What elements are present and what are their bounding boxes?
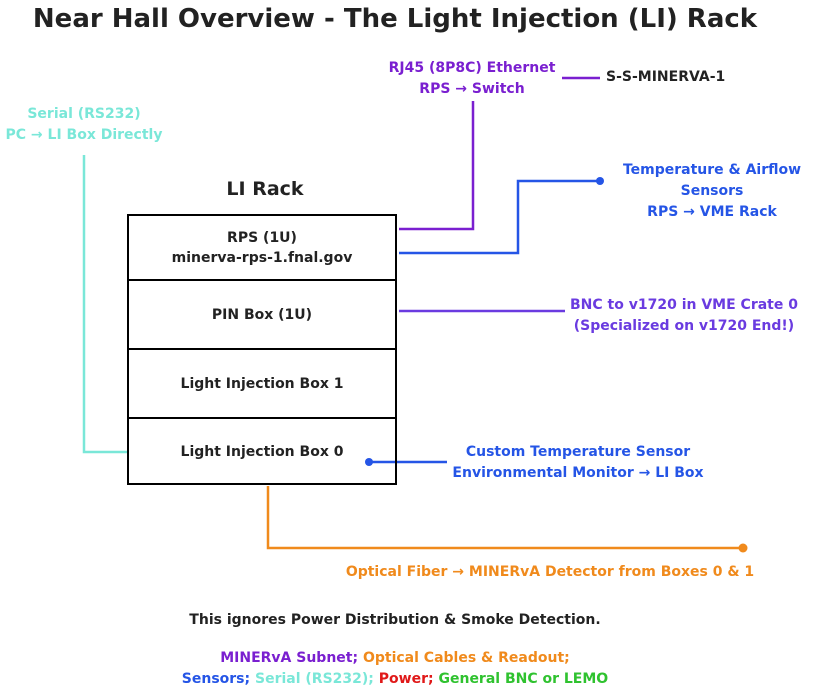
ethernet-label-line2: RPS → Switch bbox=[419, 81, 525, 97]
page-title: Near Hall Overview - The Light Injection… bbox=[32, 4, 758, 34]
temp-airflow-label: Temperature & Airflow Sensors RPS → VME … bbox=[594, 160, 830, 223]
legend-serial: Serial (RS232) bbox=[255, 671, 369, 687]
custom-temp-label-line2: Environmental Monitor → LI Box bbox=[452, 465, 704, 481]
rps-hostname: minerva-rps-1.fnal.gov bbox=[171, 249, 353, 266]
ethernet-label: RJ45 (8P8C) Ethernet RPS → Switch bbox=[372, 58, 572, 100]
rack-slot-li-box-1: Light Injection Box 1 bbox=[129, 348, 395, 417]
ethernet-label-line1: RJ45 (8P8C) Ethernet bbox=[388, 60, 556, 76]
rack-slot-li-box-0: Light Injection Box 0 bbox=[129, 417, 395, 485]
li-box-1-label: Light Injection Box 1 bbox=[180, 375, 344, 392]
pin-box-label: PIN Box (1U) bbox=[211, 306, 313, 323]
optical-label: Optical Fiber → MINERvA Detector from Bo… bbox=[345, 564, 755, 580]
legend-power: Power bbox=[378, 671, 428, 687]
legend-bnc: General BNC or LEMO bbox=[438, 671, 609, 687]
optical-wire bbox=[266, 486, 743, 550]
optical-dot bbox=[738, 543, 748, 553]
rack-slot-rps: RPS (1U) minerva-rps-1.fnal.gov bbox=[129, 216, 395, 279]
ethernet-target-label: S-S-MINERVA-1 bbox=[606, 69, 726, 85]
legend-sensors: Sensors bbox=[181, 671, 245, 687]
custom-temp-label: Custom Temperature Sensor Environmental … bbox=[448, 442, 708, 484]
bnc-label-line1: BNC to v1720 in VME Crate 0 bbox=[570, 297, 798, 313]
li-rack: RPS (1U) minerva-rps-1.fnal.gov PIN Box … bbox=[127, 214, 397, 485]
bnc-label: BNC to v1720 in VME Crate 0 (Specialized… bbox=[566, 295, 802, 337]
temp-airflow-dot bbox=[596, 177, 604, 185]
serial-label-line1: Serial (RS232) bbox=[27, 106, 141, 122]
serial-label: Serial (RS232) PC → LI Box Directly bbox=[0, 104, 168, 146]
ethernet-wire bbox=[399, 101, 475, 231]
bnc-label-line2: (Specialized on v1720 End!) bbox=[573, 318, 795, 334]
ignores-note: This ignores Power Distribution & Smoke … bbox=[189, 612, 601, 628]
serial-label-line2: PC → LI Box Directly bbox=[5, 127, 163, 143]
rack-title: LI Rack bbox=[226, 178, 304, 200]
li-box-0-label: Light Injection Box 0 bbox=[180, 444, 344, 460]
temp-airflow-label-line1: Temperature & Airflow Sensors bbox=[622, 162, 802, 199]
legend: MINERvA Subnet; Optical Cables & Readout… bbox=[0, 648, 790, 690]
temp-airflow-label-line2: RPS → VME Rack bbox=[647, 204, 777, 220]
custom-temp-label-line1: Custom Temperature Sensor bbox=[465, 444, 691, 460]
legend-subnet: MINERvA Subnet bbox=[220, 650, 353, 666]
legend-optical: Optical Cables & Readout bbox=[362, 650, 565, 666]
rack-slot-pin-box: PIN Box (1U) bbox=[129, 279, 395, 348]
legend-row-2: Sensors; Serial (RS232); Power; General … bbox=[181, 671, 609, 687]
temp-airflow-wire bbox=[399, 179, 600, 255]
serial-wire bbox=[82, 155, 127, 454]
custom-temp-dot bbox=[365, 458, 373, 466]
rps-label: RPS (1U) bbox=[227, 229, 297, 246]
legend-row-1: MINERvA Subnet; Optical Cables & Readout… bbox=[220, 650, 570, 666]
